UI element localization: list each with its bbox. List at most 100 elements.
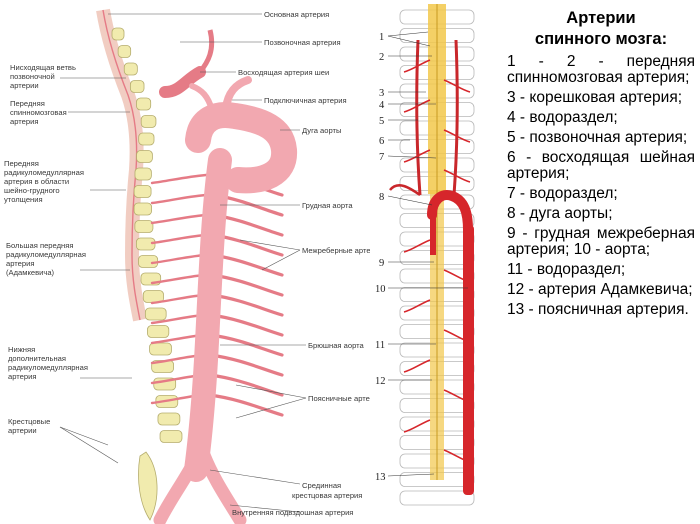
legend-title-line-2: спинного мозга: <box>534 30 668 48</box>
radicular-artery <box>403 239 431 253</box>
number-3: 3 <box>379 88 384 99</box>
intercostal-artery <box>210 293 284 317</box>
label-niskhodyashchaya-2: позвоночной <box>10 72 55 81</box>
label-pozvonochnaya-arteriya: Позвоночная артерия <box>264 38 341 47</box>
middle-spinal-cord-illustration: 1 2 3 4 5 6 7 8 9 10 11 12 13 <box>375 4 475 506</box>
radicular-arteries <box>403 59 471 463</box>
number-1: 1 <box>379 32 384 43</box>
radicular-artery <box>403 299 431 313</box>
intercostal-arteries <box>150 173 284 417</box>
intercostal-artery <box>150 233 206 245</box>
number-12: 12 <box>375 376 386 387</box>
radicular-artery <box>403 149 431 163</box>
vertebra <box>136 150 153 163</box>
radicular-artery <box>443 129 471 143</box>
vertebra <box>144 307 167 321</box>
label-bolshaya-1: Большая передняя <box>6 241 73 250</box>
middle-numbers: 1 2 3 4 5 6 7 8 9 10 11 12 13 <box>375 32 386 483</box>
intercostal-artery <box>210 273 284 297</box>
vertebra <box>134 167 152 181</box>
left-labels-left: Нисходящая ветвь позвоночной артерии Пер… <box>4 63 88 435</box>
vertebra <box>159 430 183 443</box>
vertebra <box>111 27 125 41</box>
number-6: 6 <box>379 136 384 147</box>
number-2: 2 <box>379 52 384 63</box>
radicular-artery <box>403 359 431 373</box>
intercostal-artery <box>209 313 284 337</box>
label-perednyaya-radik-4: шейно-грудного <box>4 186 60 195</box>
label-perednyaya-radik-1: Передняя <box>4 159 39 168</box>
legend-item-8: 8 - дуга аорты; <box>507 205 613 222</box>
label-krestcovye-2: артерии <box>8 426 37 435</box>
number-4: 4 <box>379 100 385 111</box>
aorta-vessel <box>153 29 297 524</box>
label-bolshaya-2: радикуломедуллярная <box>6 250 86 259</box>
radicular-artery <box>403 59 431 73</box>
vertebra <box>123 62 138 76</box>
label-bryushnaya-aorta: Брюшная аорта <box>308 341 365 350</box>
intercostal-artery <box>150 213 207 225</box>
legend-item-13: 13 - поясничная артерия. <box>507 301 689 318</box>
number-8: 8 <box>379 192 384 203</box>
legend-item-9-10: 9 - грудная межреберная артерия; 10 - ао… <box>507 225 695 258</box>
label-grudnaya-aorta: Грудная аорта <box>302 201 353 210</box>
intercostal-artery <box>150 173 208 185</box>
vertebra <box>133 202 152 216</box>
intercostal-artery <box>208 373 284 397</box>
vertebra <box>129 80 145 93</box>
aorta-red <box>427 190 474 495</box>
vertebra <box>147 325 170 338</box>
label-niskhodyashchaya-1: Нисходящая ветвь <box>10 63 76 72</box>
legend-title: Артерии спинного мозга: <box>507 8 695 50</box>
label-nizhnyaya-4: артерия <box>8 372 36 381</box>
radicular-artery <box>403 99 431 113</box>
vertebra <box>133 185 152 198</box>
vertebra <box>157 412 181 426</box>
sacrum <box>138 451 158 521</box>
intercostal-artery <box>208 393 284 417</box>
legend-item-1-2: 1 - 2 - передняя спинномозговая артерия; <box>507 53 695 86</box>
label-duga-aorty: Дуга аорты <box>302 126 341 135</box>
label-nizhnyaya-1: Нижняя <box>8 345 35 354</box>
label-perednyaya-spm-1: Передняя <box>10 99 45 108</box>
legend-title-line-1: Артерии <box>566 9 636 27</box>
label-nizhnyaya-2: дополнительная <box>8 354 66 363</box>
label-osnovnaya-arteriya: Основная артерия <box>264 10 329 19</box>
legend-item-7: 7 - водораздел; <box>507 185 618 202</box>
label-perednyaya-radik-2: радикуломедуллярная <box>4 168 84 177</box>
label-mezhrebernye-arterii: Межреберные артерии <box>302 246 370 255</box>
vertebra <box>399 490 475 506</box>
left-labels-right: Основная артерия Позвоночная артерия Вос… <box>232 10 370 517</box>
number-9: 9 <box>379 258 384 269</box>
label-vnutrennyaya-podvzdoshnaya-arteriya: Внутренняя подвздошная артерия <box>232 508 353 517</box>
spinal-cord-yellow <box>428 4 446 480</box>
label-voskhodyashchaya-arteriya-shei: Восходящая артерия шеи <box>238 68 329 77</box>
label-bolshaya-4: (Адамкевича) <box>6 268 55 277</box>
vertebra <box>136 97 152 111</box>
label-sredinnaya: Срединная <box>302 481 341 490</box>
number-5: 5 <box>379 116 384 127</box>
middle-leader-lines <box>387 31 468 477</box>
legend-panel: Артерии спинного мозга: 1 - 2 - передняя… <box>507 8 695 322</box>
vertebra <box>138 132 155 146</box>
radicular-artery <box>403 419 431 433</box>
left-spine-illustration: Основная артерия Позвоночная артерия Вос… <box>4 8 370 524</box>
label-poyasnichnye-arterii: Поясничные артерии <box>308 394 370 403</box>
vertebral-column <box>111 27 183 521</box>
number-10: 10 <box>375 284 386 295</box>
vertebra <box>149 342 172 356</box>
vertebra <box>135 237 156 251</box>
label-perednyaya-spm-2: спинномозговая <box>10 108 67 117</box>
intercostal-artery <box>150 253 206 265</box>
number-11: 11 <box>375 340 385 351</box>
number-7: 7 <box>379 152 384 163</box>
label-perednyaya-radik-5: утолщения <box>4 195 43 204</box>
left-figure-leader-lines <box>59 13 307 513</box>
radicular-artery <box>443 79 471 93</box>
number-13: 13 <box>375 472 386 483</box>
legend-item-6: 6 - восходящая шейная артерия; <box>507 149 695 182</box>
label-perednyaya-radik-3: артерия в области <box>4 177 69 186</box>
label-bolshaya-3: артерия <box>6 259 34 268</box>
label-krestcovaya-arteriya: крестцовая артерия <box>292 491 362 500</box>
vertebra <box>140 115 157 128</box>
